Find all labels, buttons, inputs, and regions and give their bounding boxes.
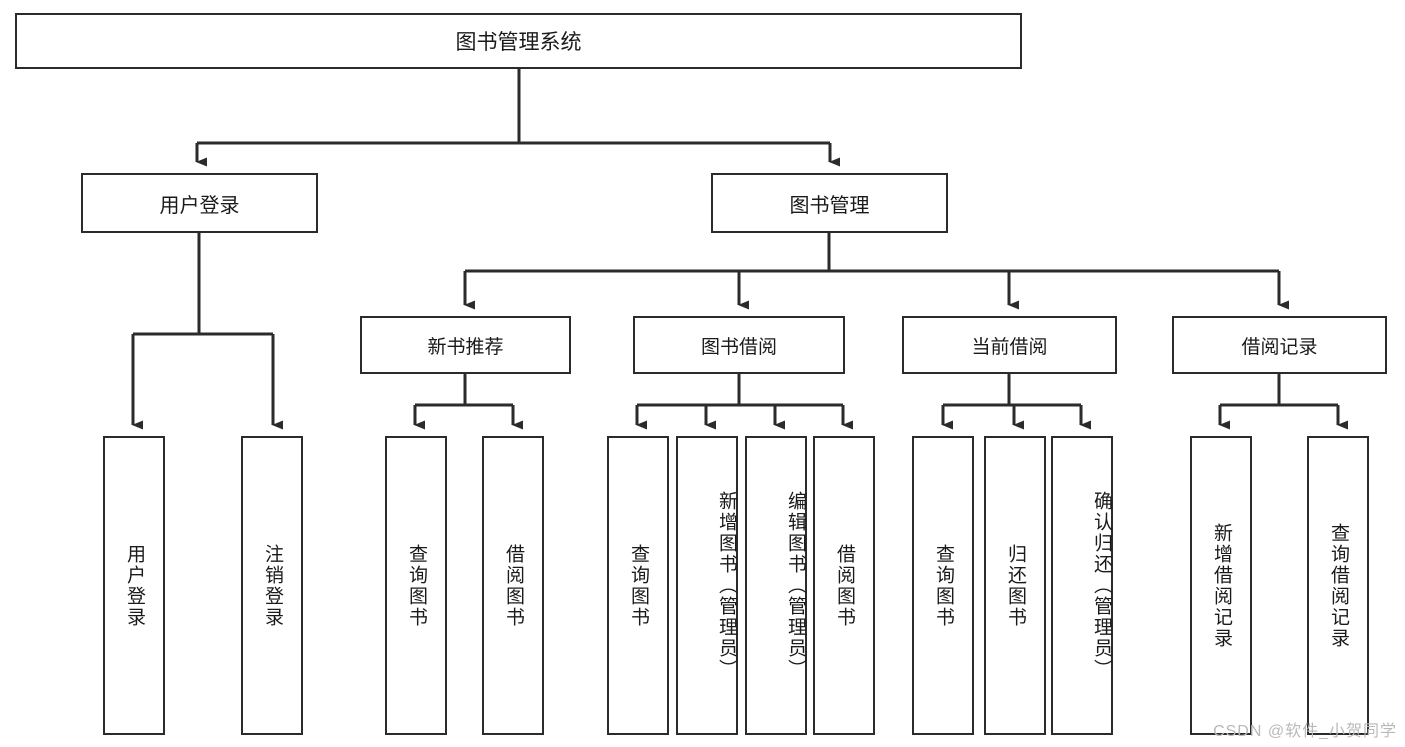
node-leaf-logout-label: 注销登录 [261, 543, 283, 628]
node-leaf-borrow-book-1-label: 借阅图书 [502, 543, 524, 628]
node-leaf-query-book-1[interactable]: 查询图书 [385, 436, 447, 735]
node-leaf-query-record[interactable]: 查询借阅记录 [1307, 436, 1369, 735]
node-leaf-add-record-label: 新增借阅记录 [1210, 522, 1232, 649]
node-new-book-recommend-label: 新书推荐 [427, 336, 504, 358]
node-root-label: 图书管理系统 [455, 31, 582, 54]
node-leaf-borrow-book-2-label: 借阅图书 [833, 543, 855, 628]
node-leaf-user-login-label: 用户登录 [123, 543, 145, 628]
node-book-borrow-label: 图书借阅 [700, 336, 777, 358]
node-leaf-confirm-return[interactable]: 确认归还（管理员） [1051, 436, 1113, 735]
node-leaf-query-book-3[interactable]: 查询图书 [912, 436, 974, 735]
node-current-borrow[interactable]: 当前借阅 [902, 316, 1117, 374]
node-leaf-confirm-return-label: 确认归还（管理员） [1091, 491, 1112, 680]
node-leaf-add-book[interactable]: 新增图书（管理员） [676, 436, 738, 735]
node-leaf-borrow-book-2[interactable]: 借阅图书 [813, 436, 875, 735]
node-leaf-return-book[interactable]: 归还图书 [984, 436, 1046, 735]
node-leaf-query-book-2-label: 查询图书 [627, 543, 649, 628]
node-leaf-logout[interactable]: 注销登录 [241, 436, 303, 735]
node-new-book-recommend[interactable]: 新书推荐 [360, 316, 571, 374]
node-leaf-query-book-1-label: 查询图书 [405, 543, 427, 628]
node-leaf-edit-book-label: 编辑图书（管理员） [785, 491, 806, 680]
node-book-borrow[interactable]: 图书借阅 [633, 316, 845, 374]
node-leaf-query-record-label: 查询借阅记录 [1327, 522, 1349, 649]
node-current-borrow-label: 当前借阅 [971, 336, 1048, 358]
node-leaf-edit-book[interactable]: 编辑图书（管理员） [745, 436, 807, 735]
node-root[interactable]: 图书管理系统 [15, 13, 1022, 69]
node-book-manage[interactable]: 图书管理 [711, 173, 948, 233]
node-leaf-borrow-book-1[interactable]: 借阅图书 [482, 436, 544, 735]
node-leaf-query-book-3-label: 查询图书 [932, 543, 954, 628]
node-borrow-record-label: 借阅记录 [1241, 336, 1318, 358]
node-borrow-record[interactable]: 借阅记录 [1172, 316, 1387, 374]
node-leaf-query-book-2[interactable]: 查询图书 [607, 436, 669, 735]
node-leaf-add-book-label: 新增图书（管理员） [716, 491, 737, 680]
node-leaf-return-book-label: 归还图书 [1004, 543, 1026, 628]
csdn-watermark: CSDN @软件_小贺同学 [1213, 723, 1397, 740]
node-leaf-user-login[interactable]: 用户登录 [103, 436, 165, 735]
node-leaf-add-record[interactable]: 新增借阅记录 [1190, 436, 1252, 735]
node-user-login[interactable]: 用户登录 [81, 173, 318, 233]
node-user-login-label: 用户登录 [159, 194, 240, 217]
node-book-manage-label: 图书管理 [789, 194, 870, 217]
